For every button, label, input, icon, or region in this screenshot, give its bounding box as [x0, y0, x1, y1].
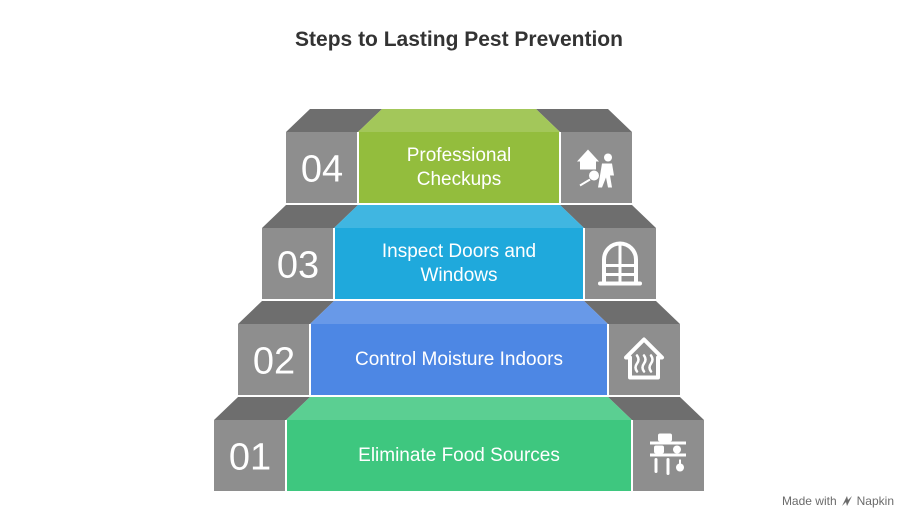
center-top — [286, 397, 632, 420]
step-label: Inspect Doors and — [382, 241, 536, 262]
napkin-logo-icon — [841, 496, 852, 506]
left-block-top — [286, 109, 382, 132]
kitchen-shelf-icon — [650, 433, 686, 475]
number-block — [214, 420, 286, 491]
left-block-top — [262, 205, 358, 228]
credit-prefix: Made with — [781, 494, 837, 508]
person-body — [598, 163, 614, 188]
small-house — [577, 149, 599, 170]
center-top — [310, 301, 608, 324]
step-label: Windows — [420, 265, 497, 286]
right-block-top — [584, 301, 680, 324]
steam-wave — [634, 354, 640, 373]
step-number: 01 — [229, 437, 271, 479]
credit-brand: Napkin — [856, 494, 894, 508]
icon-block — [608, 324, 680, 395]
step-number: 04 — [301, 149, 343, 191]
window-icon — [598, 241, 642, 286]
window-frame — [602, 241, 638, 286]
left-block-top — [214, 397, 310, 420]
step-label: Control Moisture Indoors — [355, 349, 563, 370]
diagram-title: Steps to Lasting Pest Prevention — [295, 28, 623, 51]
bowl-shape — [654, 445, 664, 454]
step-label: Professional — [407, 145, 512, 166]
left-block-top — [238, 301, 334, 324]
house-steam-icon — [624, 337, 664, 380]
number-block — [262, 228, 334, 299]
step-01: 01 Eliminate Food Sources — [214, 397, 704, 491]
step-label-block — [358, 132, 560, 203]
step-02: 02 Control Moisture Indoors — [238, 301, 680, 395]
step-label-block — [286, 420, 632, 491]
right-block-top — [560, 205, 656, 228]
cup-shape — [673, 445, 681, 454]
spray-wand — [579, 178, 591, 187]
step-label: Eliminate Food Sources — [358, 445, 560, 466]
step-label-block — [310, 324, 608, 395]
shelf-bar — [650, 453, 686, 457]
step-number: 02 — [253, 341, 295, 383]
number-block — [238, 324, 310, 395]
step-label: Checkups — [417, 169, 502, 190]
person-head — [604, 153, 612, 162]
right-block-top — [536, 109, 632, 132]
step-label-block — [334, 228, 584, 299]
step-number: 03 — [277, 245, 319, 287]
center-top — [334, 205, 584, 228]
house-exterminator-icon — [577, 149, 614, 188]
right-block-top — [608, 397, 704, 420]
steam-wave — [641, 354, 647, 373]
spray-tank — [589, 170, 599, 181]
shelf-bar — [650, 441, 686, 445]
made-with-credit: Made with Napkin — [782, 494, 894, 508]
center-top — [358, 109, 560, 132]
pot-shape — [658, 433, 672, 442]
ladle-shape — [676, 463, 684, 472]
number-block — [286, 132, 358, 203]
house-outline — [624, 337, 664, 380]
steam-wave — [648, 354, 654, 373]
